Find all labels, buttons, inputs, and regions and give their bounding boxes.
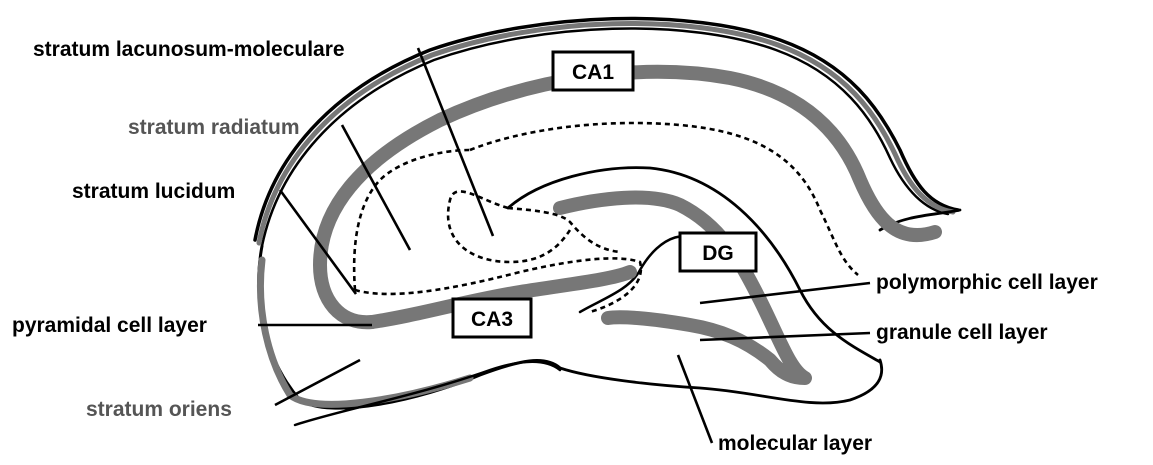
dg-bottom-outline	[560, 360, 882, 403]
label-pyramidal-cell-layer: pyramidal cell layer	[12, 314, 207, 337]
ca1-box: CA1	[553, 52, 633, 90]
label-stratum-lacunosum-moleculare: stratum lacunosum-moleculare	[33, 38, 345, 61]
fissure-inner-loop	[448, 191, 570, 262]
label-polymorphic-cell-layer: polymorphic cell layer	[876, 271, 1098, 294]
label-stratum-oriens: stratum oriens	[86, 398, 232, 421]
dg-box: DG	[680, 233, 756, 271]
label-granule-cell-layer: granule cell layer	[876, 321, 1048, 344]
label-stratum-radiatum: stratum radiatum	[128, 116, 300, 139]
label-molecular-layer: molecular layer	[718, 432, 872, 455]
leader-polymorphic	[700, 283, 870, 303]
outer-gray-bottom	[260, 260, 470, 404]
dg-label: DG	[702, 242, 734, 265]
ca3-box: CA3	[453, 299, 531, 337]
leader-lacunosum	[418, 48, 493, 236]
fissure-mid	[508, 208, 620, 252]
label-stratum-lucidum: stratum lucidum	[72, 180, 235, 203]
ca3-label: CA3	[471, 308, 513, 331]
leader-molecular	[678, 355, 712, 443]
ca1-label: CA1	[572, 61, 614, 84]
granule-band	[560, 198, 805, 378]
